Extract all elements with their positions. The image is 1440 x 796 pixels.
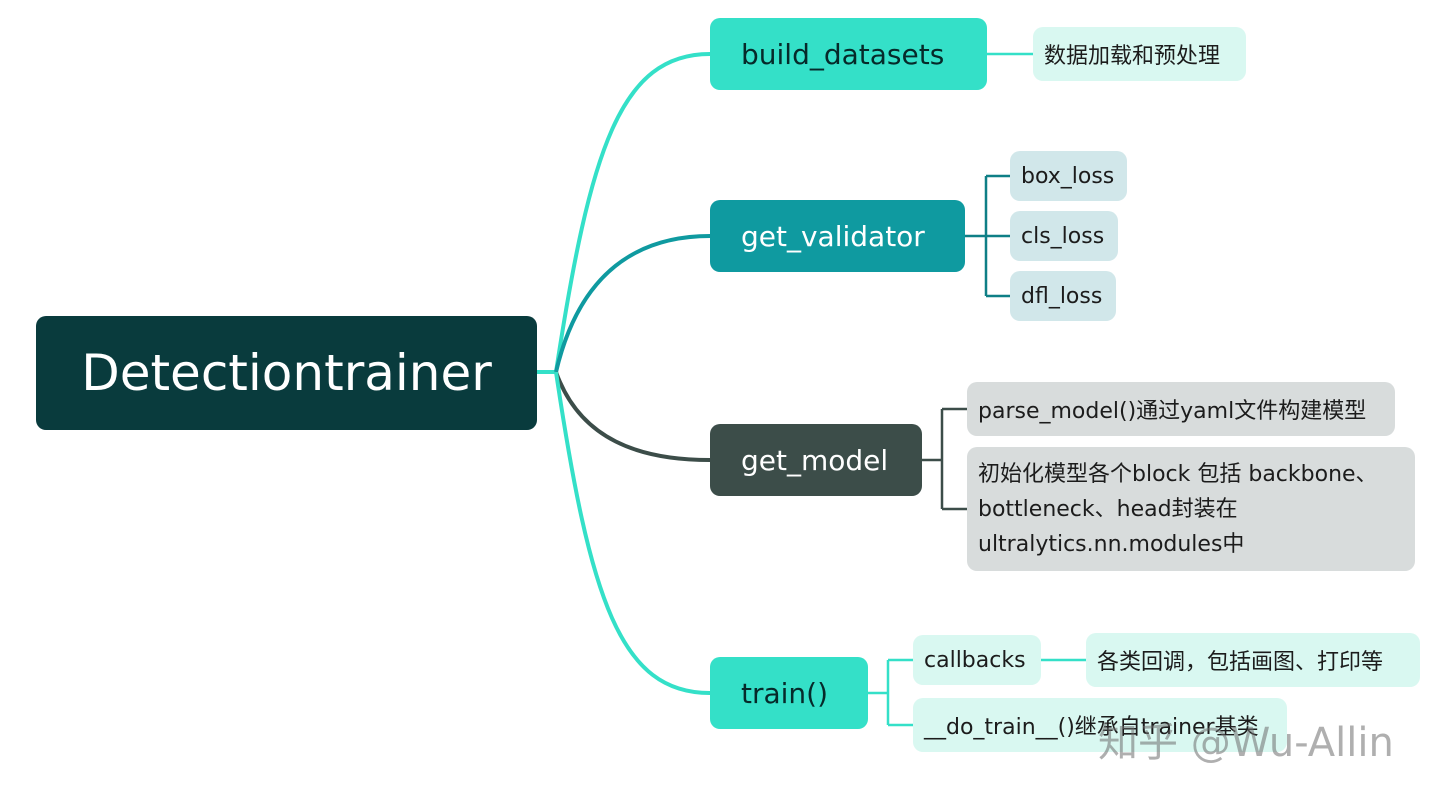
branch-label: build_datasets — [741, 37, 945, 71]
branch-get-model[interactable]: get_model — [710, 424, 922, 496]
root-label: Detectiontrainer — [81, 344, 492, 402]
link-train — [554, 371, 711, 695]
leaf-label: cls_loss — [1021, 223, 1105, 249]
leaf-label: callbacks — [924, 647, 1026, 673]
leaf-label: 数据加载和预处理 — [1044, 44, 1221, 69]
branch-get-validator[interactable]: get_validator — [710, 200, 965, 272]
link-model-bracket — [922, 407, 967, 511]
branch-label: train() — [741, 676, 829, 710]
link-train-bracket — [868, 658, 913, 727]
branch-label: get_validator — [741, 219, 925, 253]
branch-label: get_model — [741, 443, 889, 477]
leaf-parse-model[interactable]: parse_model()通过yaml文件构建模型 — [967, 382, 1395, 436]
leaf-label: __do_train__()继承自trainer基类 — [924, 715, 1259, 740]
leaf-init-blocks[interactable]: 初始化模型各个block 包括 backbone、bottleneck、head… — [967, 447, 1415, 571]
leaf-do-train[interactable]: __do_train__()继承自trainer基类 — [913, 698, 1287, 752]
branch-train[interactable]: train() — [710, 657, 868, 729]
leaf-label: parse_model()通过yaml文件构建模型 — [978, 399, 1367, 424]
branch-build-datasets[interactable]: build_datasets — [710, 18, 987, 90]
leaf-label: box_loss — [1021, 163, 1115, 189]
link-get-validator — [554, 234, 711, 373]
leaf-cls-loss[interactable]: cls_loss — [1010, 211, 1118, 261]
leaf-label: 初始化模型各个block 包括 backbone、bottleneck、head… — [978, 462, 1378, 557]
watermark-text: 知乎 @Wu-Allin — [1098, 720, 1394, 766]
link-build-datasets — [554, 52, 711, 373]
link-get-model — [554, 371, 711, 462]
link-validator-bracket — [965, 174, 1010, 298]
leaf-callbacks[interactable]: callbacks — [913, 635, 1041, 685]
leaf-label: dfl_loss — [1021, 283, 1103, 309]
leaf-dfl-loss[interactable]: dfl_loss — [1010, 271, 1116, 321]
root-node[interactable]: Detectiontrainer — [36, 316, 537, 430]
leaf-box-loss[interactable]: box_loss — [1010, 151, 1127, 201]
leaf-data-loading[interactable]: 数据加载和预处理 — [1033, 27, 1246, 81]
leaf-label: 各类回调，包括画图、打印等 — [1097, 650, 1384, 675]
leaf-callbacks-detail[interactable]: 各类回调，包括画图、打印等 — [1086, 633, 1420, 687]
